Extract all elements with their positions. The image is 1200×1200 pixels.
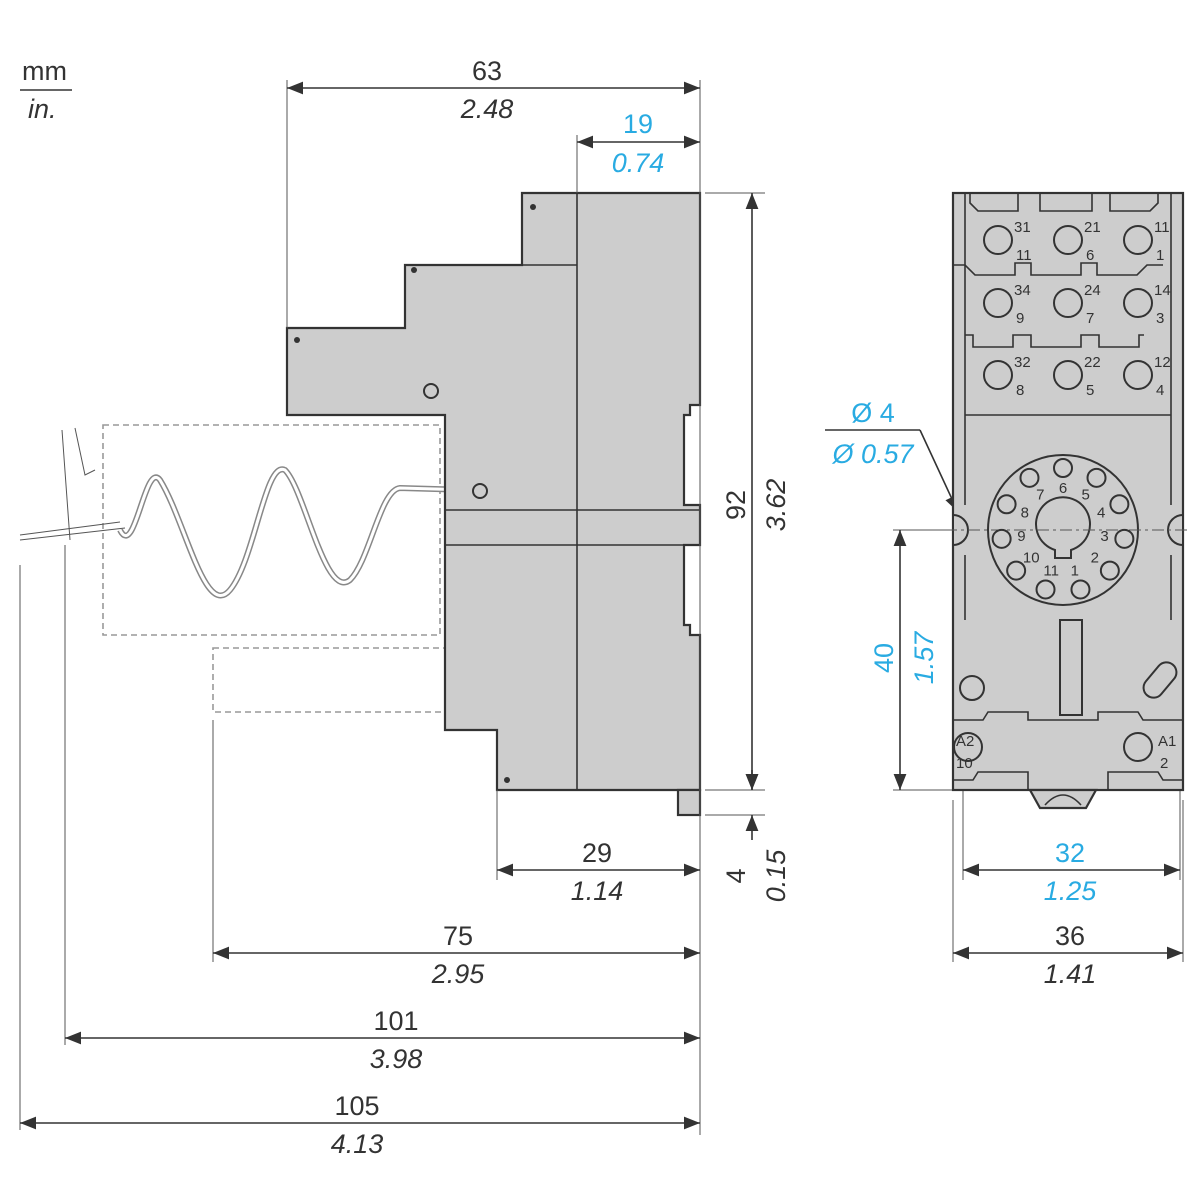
socket-pin-hole <box>996 494 1017 515</box>
socket-pin-hole <box>1053 458 1073 478</box>
dim-105-mm: 105 <box>334 1091 379 1121</box>
dim-75-in: 2.95 <box>431 959 486 989</box>
terminal-label-top: 32 <box>1014 354 1031 371</box>
terminal-label-bottom: 4 <box>1156 382 1164 399</box>
terminal-hole <box>1053 288 1083 318</box>
dimension-labels: 63 2.48 19 0.74 92 3.62 4 0.15 29 1.14 7… <box>331 56 1098 1159</box>
dim-19-in: 0.74 <box>612 148 665 178</box>
coil-label-10: 10 <box>956 755 973 772</box>
socket-pin-label: 5 <box>1082 487 1090 504</box>
socket-pin-label: 10 <box>1023 550 1040 567</box>
socket-pin-label: 3 <box>1100 528 1108 545</box>
terminal-hole <box>983 288 1013 318</box>
terminal-label-top: 31 <box>1014 219 1031 236</box>
socket-pin-hole <box>1006 560 1027 581</box>
terminal-label-bottom: 9 <box>1016 310 1024 327</box>
socket-pin-hole <box>1109 494 1130 515</box>
socket-pin-label: 7 <box>1036 487 1044 504</box>
dim-4-mm: 4 <box>721 868 751 883</box>
terminal-hole <box>983 360 1013 390</box>
socket-pin-hole <box>991 528 1012 549</box>
socket-pin-label: 2 <box>1091 550 1099 567</box>
dim-32-mm: 32 <box>1055 838 1085 868</box>
terminal-label-top: 34 <box>1014 282 1031 299</box>
socket-pin-hole <box>1070 579 1091 600</box>
dim-dia-mm: Ø 4 <box>851 398 895 428</box>
terminal-label-bottom: 3 <box>1156 310 1164 327</box>
socket-pin-label: 6 <box>1059 480 1067 497</box>
terminal-label-bottom: 6 <box>1086 247 1094 264</box>
dim-32-in: 1.25 <box>1044 876 1098 906</box>
dim-40-in: 1.57 <box>909 631 939 685</box>
terminal-label-top: 11 <box>1154 219 1170 236</box>
terminal-hole <box>1123 225 1153 255</box>
socket-pin-label: 9 <box>1017 528 1025 545</box>
wire-clip-outline <box>19 424 471 713</box>
dimension-lines <box>20 81 1183 1130</box>
coil-label-a2: A2 <box>956 733 974 750</box>
terminal-hole <box>983 225 1013 255</box>
unit-legend: mm in. <box>20 56 72 124</box>
terminal-hole <box>1053 225 1083 255</box>
socket-pin-label: 4 <box>1097 505 1105 522</box>
dim-40-mm: 40 <box>869 643 899 673</box>
terminal-hole <box>1123 288 1153 318</box>
dim-101-mm: 101 <box>373 1006 418 1036</box>
terminal-hole <box>1123 360 1153 390</box>
dim-29-mm: 29 <box>582 838 612 868</box>
socket-pin-hole <box>1114 528 1135 549</box>
socket-pin-hole <box>1099 560 1120 581</box>
socket-pin-hole <box>1035 579 1056 600</box>
terminal-label-top: 14 <box>1154 282 1171 299</box>
dim-63-mm: 63 <box>472 56 502 86</box>
terminal-label-bottom: 7 <box>1086 310 1094 327</box>
dim-75-mm: 75 <box>443 921 473 951</box>
socket-pin-label: 8 <box>1021 505 1029 522</box>
terminal-label-top: 21 <box>1084 219 1101 236</box>
unit-mm: mm <box>22 56 67 86</box>
terminal-label-bottom: 1 <box>1156 247 1164 264</box>
dim-29-in: 1.14 <box>571 876 624 906</box>
terminal-label-bottom: 5 <box>1086 382 1094 399</box>
coil-label-a1: A1 <box>1158 733 1176 750</box>
dim-92-mm: 92 <box>721 490 751 520</box>
dim-36-mm: 36 <box>1055 921 1085 951</box>
dim-4-in: 0.15 <box>761 849 791 903</box>
dim-63-in: 2.48 <box>460 94 514 124</box>
dim-19-mm: 19 <box>623 109 653 139</box>
socket-pin-label: 11 <box>1043 562 1059 579</box>
coil-label-2: 2 <box>1160 755 1168 772</box>
socket-pin-hole <box>1086 467 1107 488</box>
dim-92-in: 3.62 <box>761 479 791 532</box>
terminal-label-bottom: 8 <box>1016 382 1024 399</box>
terminal-label-top: 12 <box>1154 354 1171 371</box>
socket-pin-label: 1 <box>1071 562 1079 579</box>
dim-36-in: 1.41 <box>1044 959 1097 989</box>
dim-101-in: 3.98 <box>370 1044 423 1074</box>
relay-socket-side-view <box>285 191 702 817</box>
terminal-label-top: 24 <box>1084 282 1101 299</box>
dim-dia-in: Ø 0.57 <box>831 439 914 469</box>
socket-pin-hole <box>1019 467 1040 488</box>
unit-in: in. <box>28 94 57 124</box>
dim-105-in: 4.13 <box>331 1129 384 1159</box>
terminal-label-bottom: 11 <box>1016 247 1032 264</box>
terminal-label-top: 22 <box>1084 354 1101 371</box>
terminal-hole <box>1053 360 1083 390</box>
